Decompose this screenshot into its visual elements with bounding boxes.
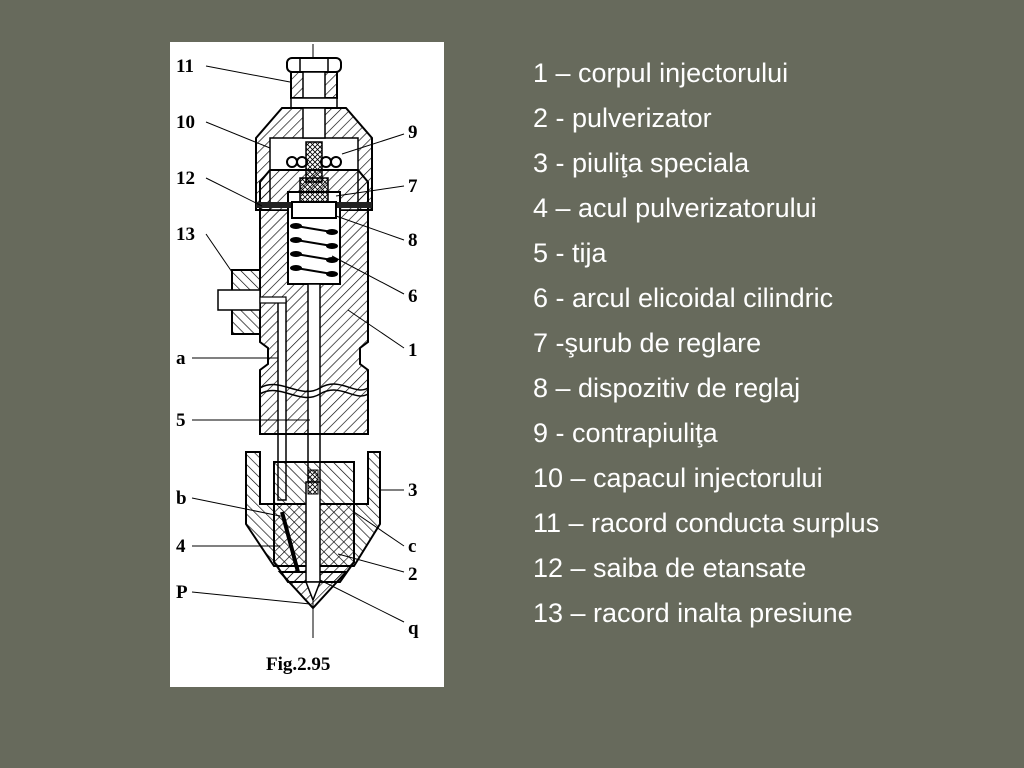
- callout-6: 6: [408, 286, 418, 307]
- legend-item: 13 – racord inalta presiune: [533, 598, 853, 628]
- callout-p: P: [176, 582, 188, 603]
- legend-item: 4 – acul pulverizatorului: [533, 193, 817, 223]
- legend-item: 6 - arcul elicoidal cilindric: [533, 283, 834, 313]
- legend-item: 7 -şurub de reglare: [533, 328, 762, 358]
- callout-q: q: [408, 618, 419, 639]
- callout-b: b: [176, 488, 187, 509]
- legend-item: 2 - pulverizator: [533, 103, 712, 133]
- legend-item: 8 – dispozitiv de reglaj: [533, 373, 801, 403]
- callout-4: 4: [176, 536, 186, 557]
- callout-c: c: [408, 536, 416, 557]
- legend-item: 12 – saiba de etansate: [533, 553, 807, 583]
- callout-5: 5: [176, 410, 186, 431]
- callout-7: 7: [408, 176, 418, 197]
- callout-13: 13: [176, 224, 195, 245]
- nozzle: [273, 469, 355, 610]
- helical-spring: [290, 223, 338, 277]
- callout-8: 8: [408, 230, 418, 251]
- legend-item: 3 - piuliţa speciala: [533, 148, 750, 178]
- callout-3: 3: [408, 480, 418, 501]
- injector-cross-section-drawing: 11 10 12 13 a 5 b 4 P 9 7 8 6 1 3 c 2 q …: [176, 44, 419, 675]
- callout-a: a: [176, 348, 186, 369]
- legend-item: 11 – racord conducta surplus: [533, 508, 880, 538]
- legend-item: 10 – capacul injectorului: [533, 463, 823, 493]
- callout-1: 1: [408, 340, 418, 361]
- figure-caption: Fig.2.95: [266, 654, 330, 675]
- adjusting-screw: [291, 177, 337, 219]
- injector-figure-panel: 11 10 12 13 a 5 b 4 P 9 7 8 6 1 3 c 2 q …: [170, 42, 444, 687]
- injector-body: [259, 169, 369, 501]
- callout-10: 10: [176, 112, 195, 133]
- legend-item: 9 - contrapiuliţa: [533, 418, 718, 448]
- parts-legend: 1 – corpul injectorului 2 - pulverizator…: [533, 56, 973, 641]
- callout-11: 11: [176, 56, 194, 77]
- callout-9: 9: [408, 122, 418, 143]
- leader-lines: [191, 65, 405, 623]
- callout-2: 2: [408, 564, 418, 585]
- high-pressure-inlet: [217, 269, 287, 335]
- legend-item: 1 – corpul injectorului: [533, 58, 789, 88]
- legend-item: 5 - tija: [533, 238, 607, 268]
- callout-12: 12: [176, 168, 195, 189]
- outlet-fitting: [286, 57, 342, 109]
